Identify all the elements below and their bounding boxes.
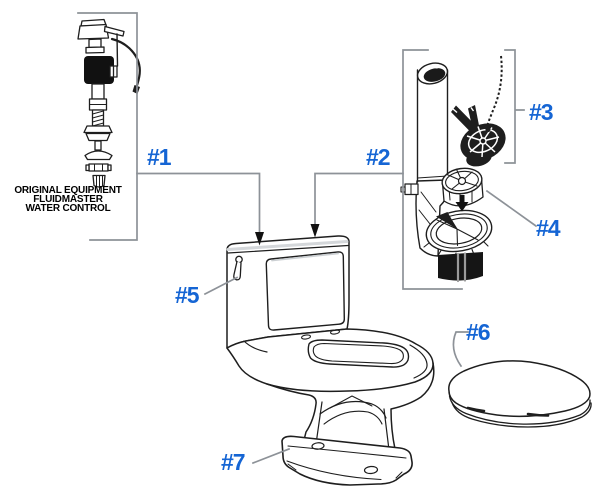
part-label-1: #1 xyxy=(147,144,172,170)
down-arrow-icon xyxy=(455,195,469,212)
caption-line-2: FLUIDMASTER xyxy=(33,194,103,205)
down-arrow-icon xyxy=(255,224,320,246)
caption-line-3: WATER CONTROL xyxy=(25,203,111,214)
part-label-6: #6 xyxy=(466,319,491,345)
callout-lines xyxy=(77,12,538,465)
caption-line-1: ORIGINAL EQUIPMENT xyxy=(14,185,122,196)
part-label-3: #3 xyxy=(529,99,554,125)
toilet-illustration xyxy=(226,235,435,486)
part5-leader xyxy=(203,276,239,296)
part2-bracket xyxy=(402,49,463,290)
flush-valve-illustration xyxy=(400,62,493,283)
part-label-4: #4 xyxy=(536,215,561,241)
part1-bracket xyxy=(77,12,138,241)
fill-valve-illustration xyxy=(77,18,141,188)
part6-leader xyxy=(452,331,469,368)
seat-lid-illustration xyxy=(448,360,592,428)
fill-valve-caption: ORIGINAL EQUIPMENT FLUIDMASTER WATER CON… xyxy=(4,185,132,214)
part2-leader xyxy=(314,172,404,226)
flapper-chain-illustration xyxy=(451,55,506,167)
part1-leader xyxy=(136,172,261,234)
part-label-7: #7 xyxy=(221,449,246,475)
part-label-2: #2 xyxy=(366,144,391,170)
part7-leader xyxy=(251,447,291,465)
part3-bracket xyxy=(504,49,525,164)
part-label-5: #5 xyxy=(175,282,200,308)
part4-leader xyxy=(485,189,538,228)
